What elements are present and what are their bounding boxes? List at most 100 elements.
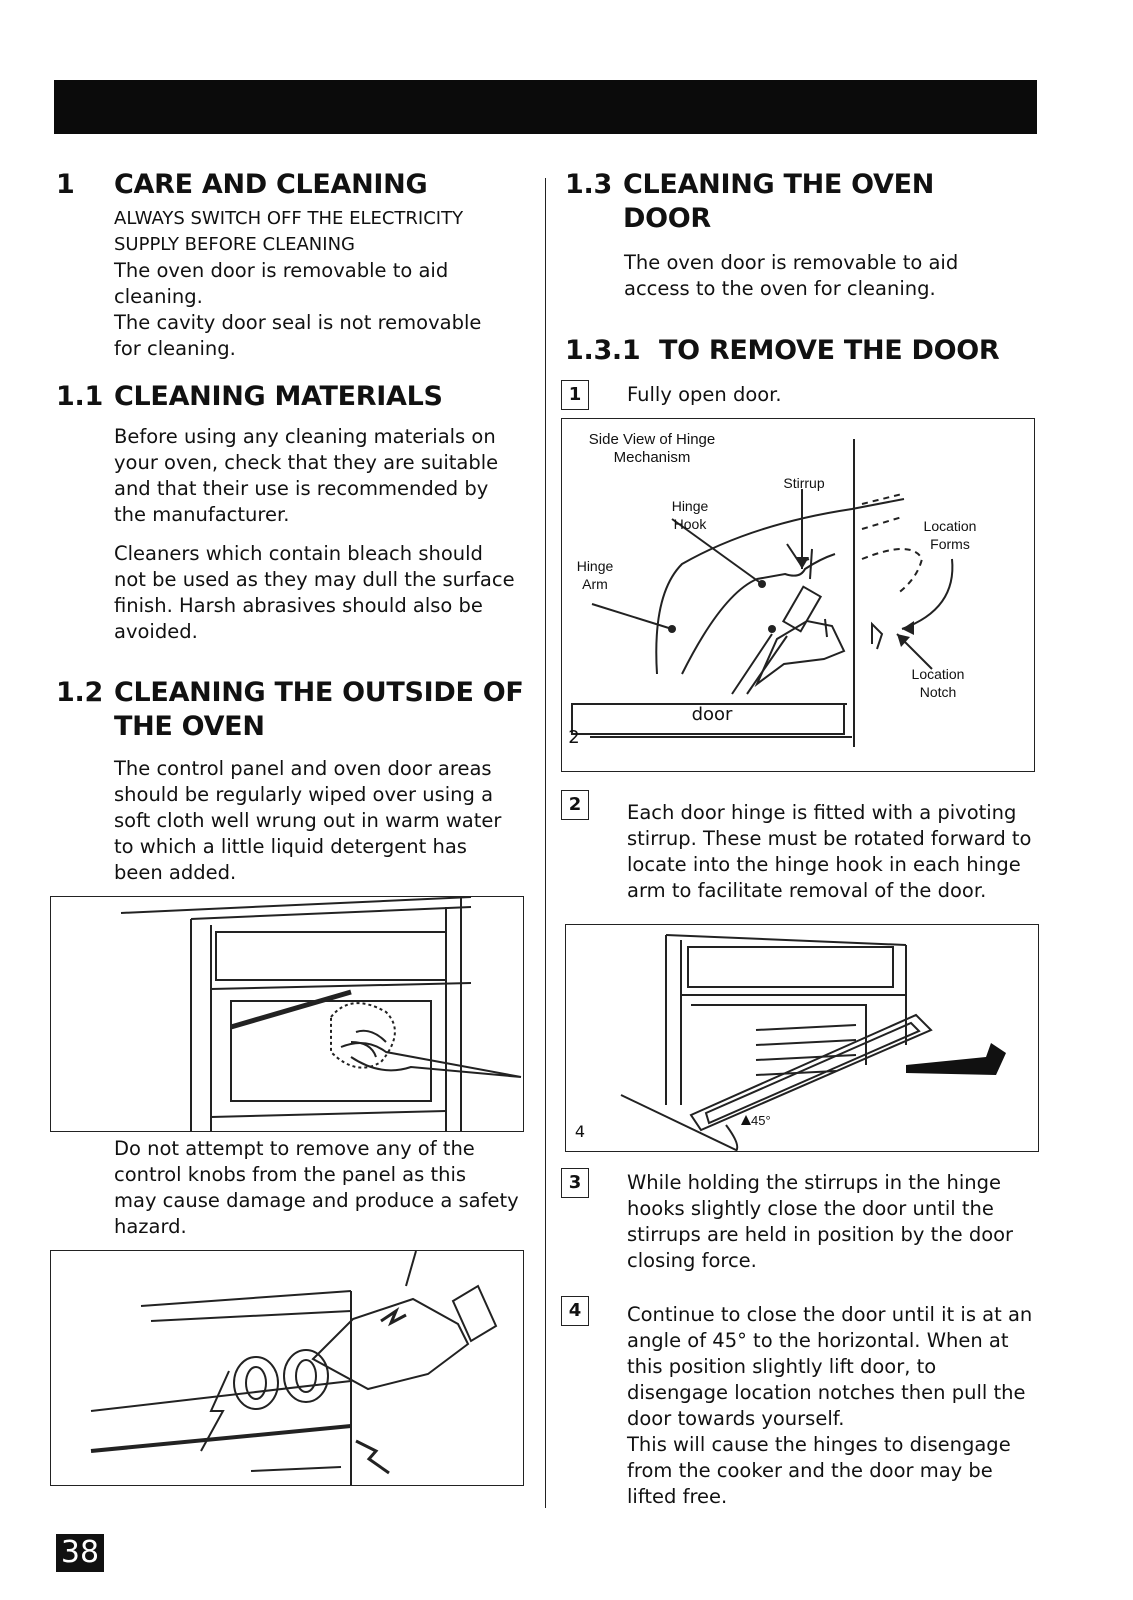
text-line: Hinge xyxy=(576,558,614,574)
step-number-box: 4 xyxy=(561,1296,589,1326)
text-line: from the cooker and the door may be xyxy=(627,1459,993,1482)
text-line: This will cause the hinges to disengage xyxy=(627,1433,1011,1456)
section-1-1-heading: 1.1 CLEANING MATERIALS xyxy=(56,380,536,414)
text-line: closing force. xyxy=(627,1249,757,1272)
step-3-text: While holding the stirrups in the hinge … xyxy=(627,1170,1013,1274)
step-number-box: 2 xyxy=(561,790,589,820)
step-number-box: 3 xyxy=(561,1168,589,1198)
text-line: Arm xyxy=(582,576,608,592)
text-line: soft cloth well wrung out in warm water xyxy=(114,809,502,832)
figure-wiping-oven xyxy=(50,896,524,1132)
text-line: door towards yourself. xyxy=(627,1407,845,1430)
text-line: Location xyxy=(923,518,977,534)
hinge-arm-label: Hinge Arm xyxy=(570,557,620,593)
section-1-2-paragraph-2: Do not attempt to remove any of the cont… xyxy=(114,1136,519,1240)
text-line: SUPPLY BEFORE CLEANING xyxy=(114,234,355,255)
section-1-warning: ALWAYS SWITCH OFF THE ELECTRICITY SUPPLY… xyxy=(114,206,463,258)
section-1-2-heading: 1.2 CLEANING THE OUTSIDE OF THE OVEN xyxy=(56,676,536,746)
text-line: stirrup. These must be rotated forward t… xyxy=(627,827,1032,850)
section-1-1-paragraph-2: Cleaners which contain bleach should not… xyxy=(114,541,515,645)
section-title-line: CLEANING THE OVEN xyxy=(623,169,935,200)
text-line: to which a little liquid detergent has xyxy=(114,835,467,858)
angle-label: 45° xyxy=(751,1113,771,1128)
oven-wipe-illustration xyxy=(120,897,522,1131)
text-line: The oven door is removable to aid xyxy=(624,251,959,274)
figure-number: 2 xyxy=(568,727,580,748)
section-number: 1.3.1 xyxy=(565,335,641,366)
text-line: the manufacturer. xyxy=(114,503,290,526)
text-line: While holding the stirrups in the hinge xyxy=(627,1171,1002,1194)
hinge-figure-title: Side View of Hinge Mechanism xyxy=(572,431,732,467)
door-label: door xyxy=(691,704,733,725)
text-line: been added. xyxy=(114,861,237,884)
text-line: Hook xyxy=(673,516,707,532)
header-bar xyxy=(54,80,1037,134)
text-line: Hinge xyxy=(671,498,709,514)
text-line: Mechanism xyxy=(613,449,691,466)
section-title: CARE AND CLEANING xyxy=(114,169,428,200)
figure-number: 4 xyxy=(574,1122,586,1141)
text-line: locate into the hinge hook in each hinge xyxy=(627,853,1021,876)
text-line: ALWAYS SWITCH OFF THE ELECTRICITY xyxy=(114,208,464,229)
section-title: CLEANING MATERIALS xyxy=(114,381,443,412)
section-number: 1.1 xyxy=(56,381,103,412)
section-1-3-paragraph: The oven door is removable to aid access… xyxy=(624,250,958,302)
step-4-text: Continue to close the door until it is a… xyxy=(627,1302,1032,1510)
section-1-1-paragraph-1: Before using any cleaning materials on y… xyxy=(114,424,498,528)
step-2-text: Each door hinge is fitted with a pivotin… xyxy=(627,800,1031,904)
section-title-line: CLEANING THE OUTSIDE OF xyxy=(114,677,524,708)
text-line: your oven, check that they are suitable xyxy=(114,451,499,474)
section-number: 1 xyxy=(56,169,75,200)
text-line: Notch xyxy=(919,684,957,700)
text-line: and that their use is recommended by xyxy=(114,477,489,500)
text-line: The cavity door seal is not removable xyxy=(114,311,482,334)
door-removal-illustration xyxy=(620,934,1006,1151)
page-number: 38 xyxy=(56,1534,104,1572)
text-line: The oven door is removable to aid xyxy=(114,259,449,282)
figure-door-removal: 45° 4 xyxy=(565,924,1039,1152)
text-line: Cleaners which contain bleach should xyxy=(114,542,483,565)
pull-arrow-icon xyxy=(906,1043,1006,1075)
section-1-2-paragraph-1: The control panel and oven door areas sh… xyxy=(114,756,501,886)
text-line: hazard. xyxy=(114,1215,187,1238)
text-line: stirrups are held in position by the doo… xyxy=(627,1223,1014,1246)
location-notch-label: Location Notch xyxy=(898,665,978,701)
location-forms-label: Location Forms xyxy=(910,517,990,553)
hinge-illustration xyxy=(571,439,954,747)
text-line: angle of 45° to the horizontal. When at xyxy=(627,1329,1009,1352)
section-title-line: THE OVEN xyxy=(114,711,265,742)
text-line: Side View of Hinge xyxy=(588,431,716,448)
step-1-text: Fully open door. xyxy=(627,382,782,408)
section-1-3-1-heading: 1.3.1 TO REMOVE THE DOOR xyxy=(565,334,1035,368)
text-line: Before using any cleaning materials on xyxy=(114,425,496,448)
figure-hinge-mechanism: Side View of Hinge Mechanism Stirrup Hin… xyxy=(561,418,1035,772)
hinge-hook-label: Hinge Hook xyxy=(660,497,720,533)
text-line: avoided. xyxy=(114,620,198,643)
text-line: hooks slightly close the door until the xyxy=(627,1197,994,1220)
text-line: access to the oven for cleaning. xyxy=(624,277,936,300)
text-line: Location xyxy=(911,666,965,682)
text-line: cleaning. xyxy=(114,285,203,308)
text-line: Each door hinge is fitted with a pivotin… xyxy=(627,801,1017,824)
section-title: TO REMOVE THE DOOR xyxy=(659,335,1000,366)
column-divider xyxy=(545,178,546,1508)
text-line: The control panel and oven door areas xyxy=(114,757,492,780)
text-line: control knobs from the panel as this xyxy=(114,1163,467,1186)
text-line: may cause damage and produce a safety xyxy=(114,1189,519,1212)
section-1-heading: 1 CARE AND CLEANING xyxy=(56,168,536,202)
text-line: arm to facilitate removal of the door. xyxy=(627,879,987,902)
text-line: disengage location notches then pull the xyxy=(627,1381,1026,1404)
text-line: Fully open door. xyxy=(627,383,782,406)
text-line: not be used as they may dull the surface xyxy=(114,568,515,591)
stirrup-label: Stirrup xyxy=(783,475,825,491)
section-1-paragraph: The oven door is removable to aid cleani… xyxy=(114,258,481,362)
step-number-box: 1 xyxy=(561,380,589,410)
section-title-line: DOOR xyxy=(623,203,711,234)
section-number: 1.3 xyxy=(565,169,612,200)
section-number: 1.2 xyxy=(56,677,103,708)
control-knob-illustration xyxy=(90,1251,498,1485)
text-line: Forms xyxy=(930,536,970,552)
text-line: this position slightly lift door, to xyxy=(627,1355,937,1378)
text-line: lifted free. xyxy=(627,1485,728,1508)
text-line: for cleaning. xyxy=(114,337,236,360)
